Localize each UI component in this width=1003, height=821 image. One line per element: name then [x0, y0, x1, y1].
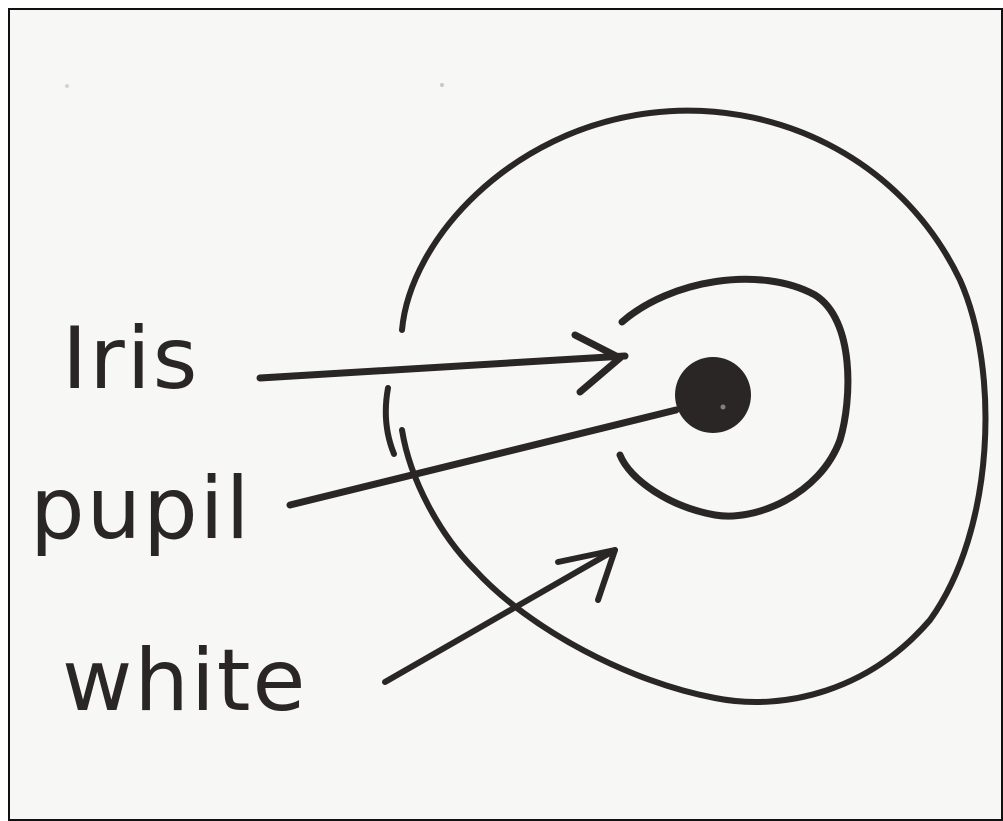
eye-diagram: Iris pupil white	[10, 10, 1003, 821]
pupil-dot	[675, 357, 751, 433]
pupil-label: pupil	[30, 459, 251, 559]
iris-arrowhead	[575, 335, 620, 392]
pupil-highlight	[721, 405, 726, 410]
eye-white-left-stroke	[386, 388, 394, 454]
white-label: white	[62, 631, 307, 731]
diagram-frame: Iris pupil white	[8, 8, 1003, 821]
white-arrow-line	[385, 550, 615, 682]
speck-mark	[65, 84, 69, 88]
iris-label: Iris	[62, 309, 199, 409]
iris-arrow-line	[260, 356, 625, 378]
speck-mark	[440, 83, 444, 87]
